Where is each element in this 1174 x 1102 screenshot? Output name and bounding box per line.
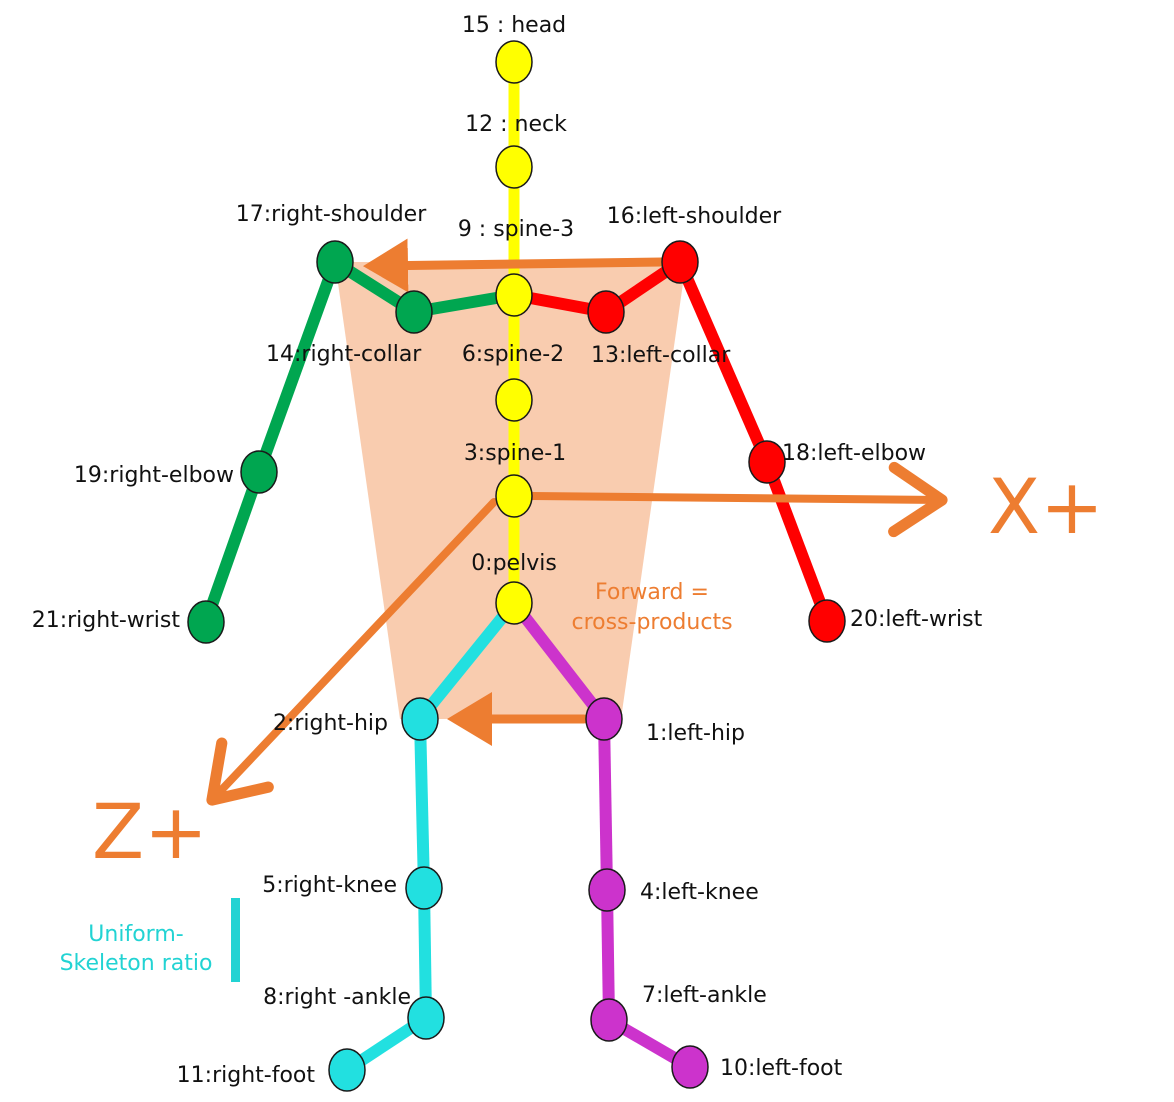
joint-label-12: 12 : neck <box>465 112 567 137</box>
joint-label-9: 9 : spine-3 <box>458 217 574 242</box>
forward-note-line1: Forward = <box>595 580 709 605</box>
joint-1 <box>585 697 623 741</box>
forward-note-line2: cross-products <box>571 610 732 635</box>
joint-21 <box>187 600 225 644</box>
bone-16-18 <box>674 259 773 465</box>
joint-8 <box>407 996 445 1040</box>
joint-9 <box>495 273 533 317</box>
joint-label-0: 0:pelvis <box>471 551 557 576</box>
joint-4 <box>588 868 626 912</box>
joint-label-20: 20:left-wrist <box>850 607 983 632</box>
joint-12 <box>495 145 533 189</box>
joint-2 <box>401 697 439 741</box>
joint-label-5: 5:right-knee <box>262 873 397 898</box>
bone-2-5 <box>414 718 430 889</box>
joint-label-21: 21:right-wrist <box>32 608 181 633</box>
joint-label-6: 6:spine-2 <box>462 342 564 367</box>
z-axis-arrow <box>206 498 498 806</box>
joint-0 <box>495 581 533 625</box>
joint-15 <box>495 40 533 84</box>
bone-1-4 <box>598 718 613 891</box>
bone-19-21 <box>200 470 265 624</box>
joint-label-13: 13:left-collar <box>591 343 731 368</box>
joint-label-2: 2:right-hip <box>273 711 388 736</box>
joint-11 <box>328 1048 366 1092</box>
axis-arrows <box>206 238 948 806</box>
joint-5 <box>405 866 443 910</box>
shoulder-direction-arrow <box>363 238 667 293</box>
joint-14 <box>395 290 433 334</box>
joint-label-7: 7:left-ankle <box>642 983 767 1008</box>
joint-3 <box>495 474 533 518</box>
joint-label-18: 18:left-elbow <box>782 441 926 466</box>
uniform-note-line2: Skeleton ratio <box>60 951 213 976</box>
joint-13 <box>587 290 625 334</box>
z-axis-label: Z+ <box>92 787 208 876</box>
joint-label-19: 19:right-elbow <box>74 463 234 488</box>
joint-labels: 15 : head 12 : neck 9 : spine-3 6:spine-2 3:… <box>32 13 983 1088</box>
x-axis-label: X+ <box>988 462 1104 551</box>
joint-19 <box>240 450 278 494</box>
ratio-bar <box>231 898 240 982</box>
bone-18-20 <box>761 459 833 624</box>
bone-0-1 <box>509 599 609 723</box>
x-axis-arrow <box>528 461 948 538</box>
joint-16 <box>661 240 699 284</box>
uniform-note-line1: Uniform- <box>88 922 183 947</box>
joint-18 <box>748 440 786 484</box>
forward-note: Forward = cross-products <box>571 580 732 635</box>
joint-label-17: 17:right-shoulder <box>236 202 427 227</box>
joint-label-3: 3:spine-1 <box>464 441 566 466</box>
joint-label-8: 8:right -ankle <box>263 985 411 1010</box>
joint-20 <box>808 599 846 643</box>
joint-7 <box>590 998 628 1042</box>
joint-6 <box>495 378 533 422</box>
joint-10 <box>671 1045 709 1089</box>
uniform-skeleton-note: Uniform- Skeleton ratio <box>60 898 240 982</box>
joint-label-15: 15 : head <box>462 13 566 38</box>
bone-0-2 <box>415 599 519 723</box>
joint-label-1: 1:left-hip <box>646 721 745 746</box>
joint-label-11: 11:right-foot <box>177 1063 316 1088</box>
joint-label-10: 10:left-foot <box>720 1056 843 1081</box>
joint-label-4: 4:left-knee <box>640 880 759 905</box>
bone-17-19 <box>253 259 341 475</box>
joint-label-14: 14:right-collar <box>266 342 422 367</box>
skeleton-joints <box>187 40 846 1092</box>
joint-17 <box>316 240 354 284</box>
joint-label-16: 16:left-shoulder <box>607 204 782 229</box>
